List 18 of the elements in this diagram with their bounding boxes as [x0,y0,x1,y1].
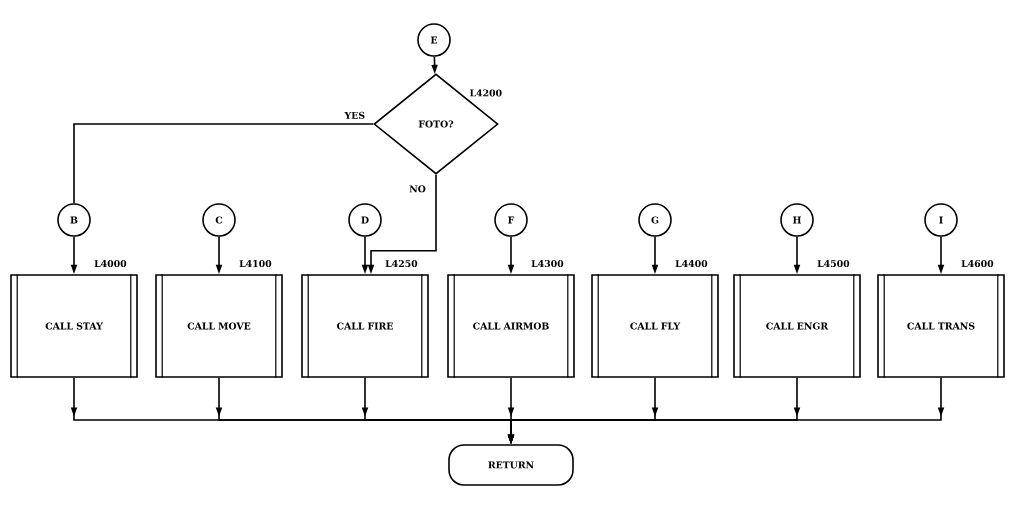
step-label: L4500 [817,260,850,268]
step-label: L4300 [531,260,564,268]
edge-label: NO [407,183,428,194]
process-box: CALL FLY [591,273,719,379]
process-box: CALL MOVE [155,273,283,379]
step-label: L4100 [239,260,272,268]
step-label: L4200 [470,89,502,97]
process-box: CALL TRANS [877,273,1005,379]
step-label: L4250 [385,260,418,268]
edge-label: YES [343,110,367,121]
step-label: L4000 [94,260,127,268]
step-label: L4400 [675,260,708,268]
process-box: CALL FIRE [301,273,429,379]
process-box: CALL ENGR [733,273,861,379]
process-box: CALL STAY [10,273,138,379]
process-box: CALL AIRMOB [447,273,575,379]
terminal-box: RETURN [448,444,574,486]
step-label: L4600 [961,260,994,268]
